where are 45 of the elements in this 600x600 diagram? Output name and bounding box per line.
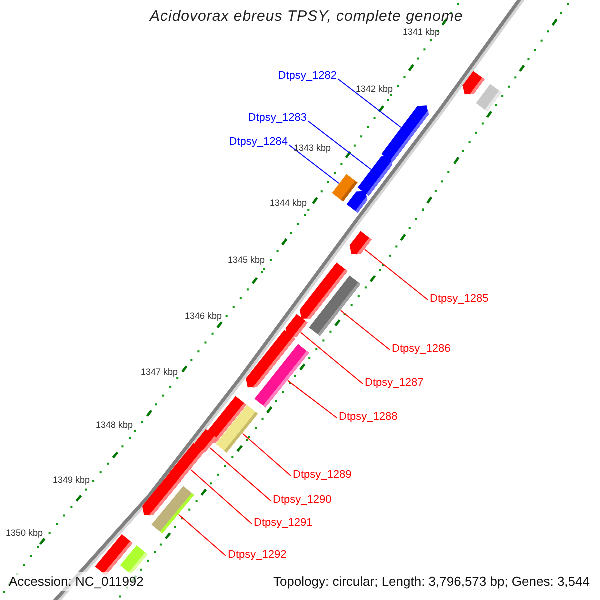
gene-feature [286, 314, 308, 338]
gene-label: Dtpsy_1283 [248, 112, 307, 125]
scale-label: 1350 kbp [6, 528, 43, 539]
leader-line [300, 332, 364, 384]
leader-line [340, 310, 390, 350]
leader-line [364, 249, 428, 300]
gene-label: Dtpsy_1292 [228, 549, 287, 562]
gene-feature [216, 405, 258, 453]
gene-feature [309, 276, 361, 336]
gene-feature [358, 156, 392, 196]
gene-label: Dtpsy_1291 [254, 517, 313, 530]
gene-label: Dtpsy_1288 [339, 411, 398, 424]
gene-label: Dtpsy_1289 [293, 469, 352, 482]
gene-label: Dtpsy_1284 [229, 136, 288, 149]
scale-label: 1341 kbp [402, 27, 440, 38]
leader-line [178, 514, 226, 556]
genome-title: Acidovorax ebreus TPSY, complete genome [150, 8, 464, 26]
gene-label: Dtpsy_1282 [278, 70, 337, 83]
leader-line [338, 78, 402, 128]
gene-feature [476, 84, 502, 112]
scale-label: 1348 kbp [96, 420, 133, 431]
leader-line [242, 433, 292, 476]
scale-label: 1349 kbp [52, 475, 90, 486]
leader-line [190, 469, 252, 524]
gene-label: Dtpsy_1285 [430, 293, 489, 306]
gene-label: Dtpsy_1286 [392, 343, 451, 356]
gene-feature [462, 71, 485, 95]
leader-line [308, 120, 372, 170]
gene-feature [152, 486, 194, 534]
gene-feature [382, 106, 429, 163]
scale-label: 1344 kbp [270, 198, 307, 209]
scale-label: 1345 kbp [228, 255, 265, 266]
scale-label: 1343 kbp [294, 143, 331, 154]
scale-label: 1346 kbp [184, 311, 222, 322]
scale-label: 1342 kbp [356, 84, 393, 95]
leader-line [209, 447, 272, 502]
leader-line [287, 380, 338, 418]
gene-label: Dtpsy_1287 [365, 377, 424, 390]
scale-label: 1347 kbp [140, 367, 178, 378]
gene-label: Dtpsy_1290 [273, 494, 332, 507]
gene-feature [346, 191, 368, 213]
genome-info-note: Topology: circular; Length: 3,796,573 bp; Genes: 3,544 [273, 573, 590, 590]
gene-feature [254, 344, 310, 408]
leader-line [288, 144, 340, 184]
gene-feature [350, 231, 372, 255]
